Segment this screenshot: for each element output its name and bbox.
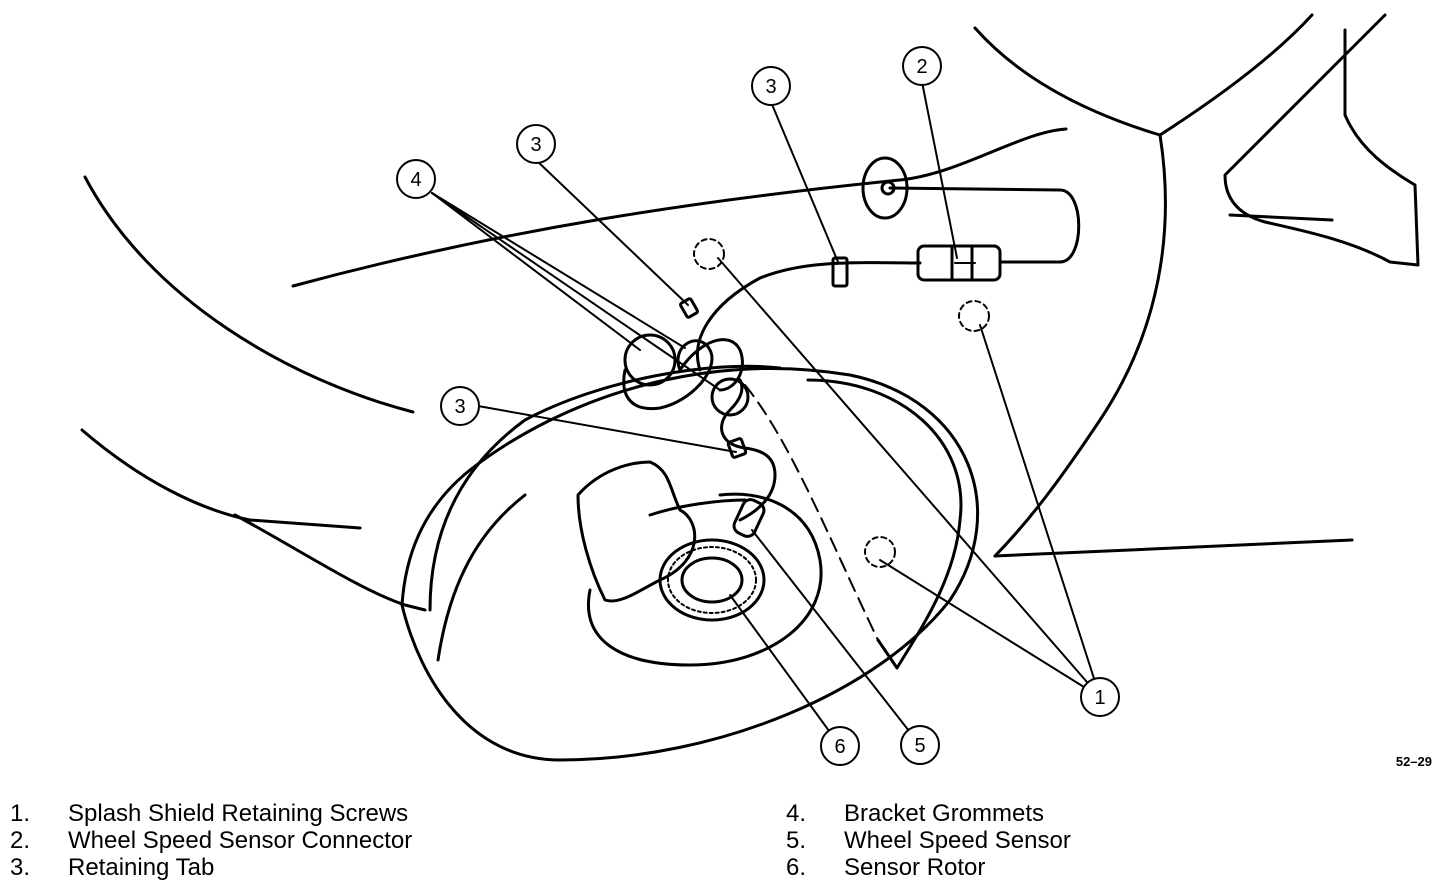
callout-6-label: 6 xyxy=(834,736,845,758)
callout-1-label: 1 xyxy=(1094,687,1105,709)
legend-right: 4. Bracket Grommets 5. Wheel Speed Senso… xyxy=(786,800,1071,881)
legend-item-number: 2. xyxy=(10,827,31,854)
callout-2: 2 xyxy=(902,46,942,86)
legend-item: 4. Bracket Grommets xyxy=(786,800,1071,827)
vehicle-body-outline xyxy=(80,13,1420,612)
splash-shield-screw-holes xyxy=(693,238,990,568)
callout-5: 5 xyxy=(900,725,940,765)
legend-left: 1. Splash Shield Retaining Screws 2. Whe… xyxy=(10,800,412,881)
callout-4-label: 4 xyxy=(410,169,421,191)
legend-item-number: 3. xyxy=(10,854,31,881)
callout-3-middle: 3 xyxy=(516,124,556,164)
legend-item-label: Bracket Grommets xyxy=(844,800,1045,827)
legend-item-number: 1. xyxy=(10,800,31,827)
callout-1: 1 xyxy=(1080,677,1120,717)
callout-3-middle-label: 3 xyxy=(530,134,541,156)
bracket-grommet xyxy=(861,156,909,220)
callout-3-top: 3 xyxy=(751,66,791,106)
legend-item-number: 5. xyxy=(786,827,807,854)
wheel-hub-assembly xyxy=(576,460,823,667)
callout-2-label: 2 xyxy=(916,56,927,78)
figure-id: 52–29 xyxy=(1396,754,1432,769)
callout-3-top-label: 3 xyxy=(765,76,776,98)
legend-item-label: Retaining Tab xyxy=(68,854,215,881)
legend-item-label: Splash Shield Retaining Screws xyxy=(68,800,409,827)
callout-4: 4 xyxy=(396,159,436,199)
callout-3-left: 3 xyxy=(440,386,480,426)
legend-item: 5. Wheel Speed Sensor xyxy=(786,827,1071,854)
legend-item-label: Sensor Rotor xyxy=(844,854,986,881)
callout-5-label: 5 xyxy=(914,735,925,757)
splash-shield xyxy=(400,364,980,762)
legend-item-number: 6. xyxy=(786,854,807,881)
legend-item-label: Wheel Speed Sensor xyxy=(844,827,1071,854)
legend-item: 2. Wheel Speed Sensor Connector xyxy=(10,827,412,854)
callout-6: 6 xyxy=(820,726,860,766)
legend-item: 6. Sensor Rotor xyxy=(786,854,1071,881)
legend-item-number: 4. xyxy=(786,800,807,827)
legend-item: 3. Retaining Tab xyxy=(10,854,412,881)
leader-lines xyxy=(431,81,1101,747)
sensor-connector xyxy=(916,244,1002,282)
sensor-cable xyxy=(622,186,1081,538)
legend-item: 1. Splash Shield Retaining Screws xyxy=(10,800,412,827)
legend-item-label: Wheel Speed Sensor Connector xyxy=(68,827,413,854)
callout-3-left-label: 3 xyxy=(454,396,465,418)
